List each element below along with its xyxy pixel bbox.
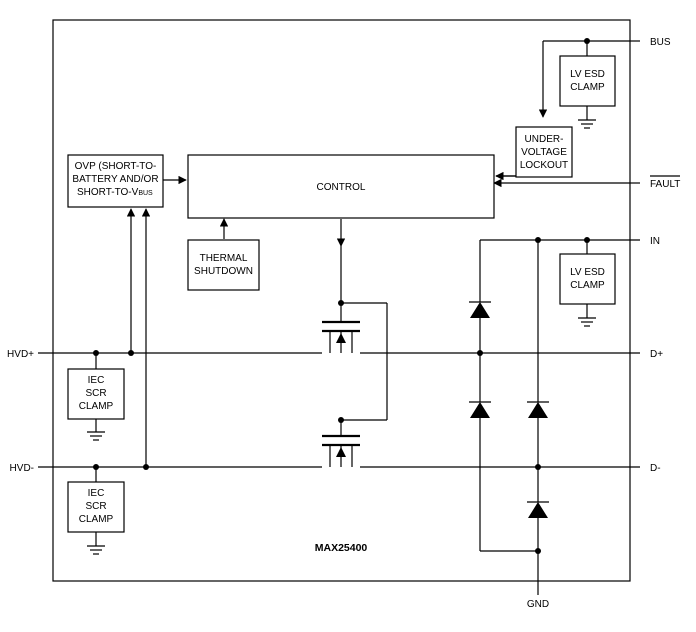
- ovp-line-2: BATTERY AND/OR: [72, 174, 158, 185]
- uvlo-line-1: UNDER-: [525, 134, 564, 145]
- pin-in-label: IN: [650, 236, 660, 247]
- thermal-shutdown-block: THERMAL SHUTDOWN: [187, 239, 260, 291]
- lv-esd-clamp-top: LV ESD CLAMP: [559, 55, 616, 107]
- chip-outline: [52, 19, 631, 582]
- lv-esd-top-line-2: CLAMP: [570, 82, 605, 93]
- ovp-line-3: SHORT-TO-V: [77, 187, 139, 198]
- pin-gnd-label: GND: [527, 599, 549, 610]
- pin-dminus-label: D-: [650, 463, 661, 474]
- control-label: CONTROL: [317, 182, 366, 193]
- iec-top-line-2: SCR: [85, 388, 106, 399]
- uvlo-line-2: VOLTAGE: [521, 147, 567, 158]
- iec-bottom-line-2: SCR: [85, 501, 106, 512]
- lv-esd-mid-line-2: CLAMP: [570, 280, 605, 291]
- pin-hvdplus-label: HVD+: [7, 349, 34, 360]
- thermal-line-1: THERMAL: [200, 253, 248, 264]
- iec-scr-clamp-top: IEC SCR CLAMP: [67, 368, 125, 420]
- pin-dplus-label: D+: [650, 349, 663, 360]
- junction-dots: [93, 38, 590, 554]
- lv-esd-top-line-1: LV ESD: [570, 69, 605, 80]
- mosfet-top: [322, 320, 360, 353]
- uvlo-block: UNDER- VOLTAGE LOCKOUT: [515, 126, 573, 178]
- iec-top-line-3: CLAMP: [79, 401, 114, 412]
- ground-icon: [577, 119, 597, 129]
- svg-text:SHORT-TO-VBUS: SHORT-TO-VBUS: [77, 187, 153, 198]
- pin-fault-label: FAULT: [650, 179, 680, 190]
- diode-right-bottom: [527, 501, 549, 518]
- lv-esd-clamp-mid: LV ESD CLAMP: [559, 253, 616, 305]
- pin-hvdminus-label: HVD-: [10, 463, 34, 474]
- ground-icon: [86, 431, 106, 441]
- wiring: [38, 40, 640, 595]
- ground-icon: [86, 545, 106, 555]
- uvlo-line-3: LOCKOUT: [520, 160, 568, 171]
- mosfet-bottom: [322, 434, 360, 467]
- diode-right-top: [527, 401, 549, 418]
- thermal-line-2: SHUTDOWN: [194, 266, 253, 277]
- ovp-block: OVP (SHORT-TO- BATTERY AND/OR SHORT-TO-V…: [67, 154, 164, 208]
- ground-icon: [577, 317, 597, 327]
- ovp-subscript: BUS: [138, 190, 153, 197]
- control-block: CONTROL: [187, 154, 495, 219]
- diode-left-top: [469, 301, 491, 318]
- iec-bottom-line-3: CLAMP: [79, 514, 114, 525]
- iec-bottom-line-1: IEC: [88, 488, 105, 499]
- iec-top-line-1: IEC: [88, 375, 105, 386]
- iec-scr-clamp-bottom: IEC SCR CLAMP: [67, 481, 125, 533]
- lv-esd-mid-line-1: LV ESD: [570, 267, 605, 278]
- chip-name: MAX25400: [315, 542, 368, 554]
- ovp-line-1: OVP (SHORT-TO-: [75, 161, 157, 172]
- diode-left-bottom: [469, 401, 491, 418]
- pin-bus-label: BUS: [650, 37, 671, 48]
